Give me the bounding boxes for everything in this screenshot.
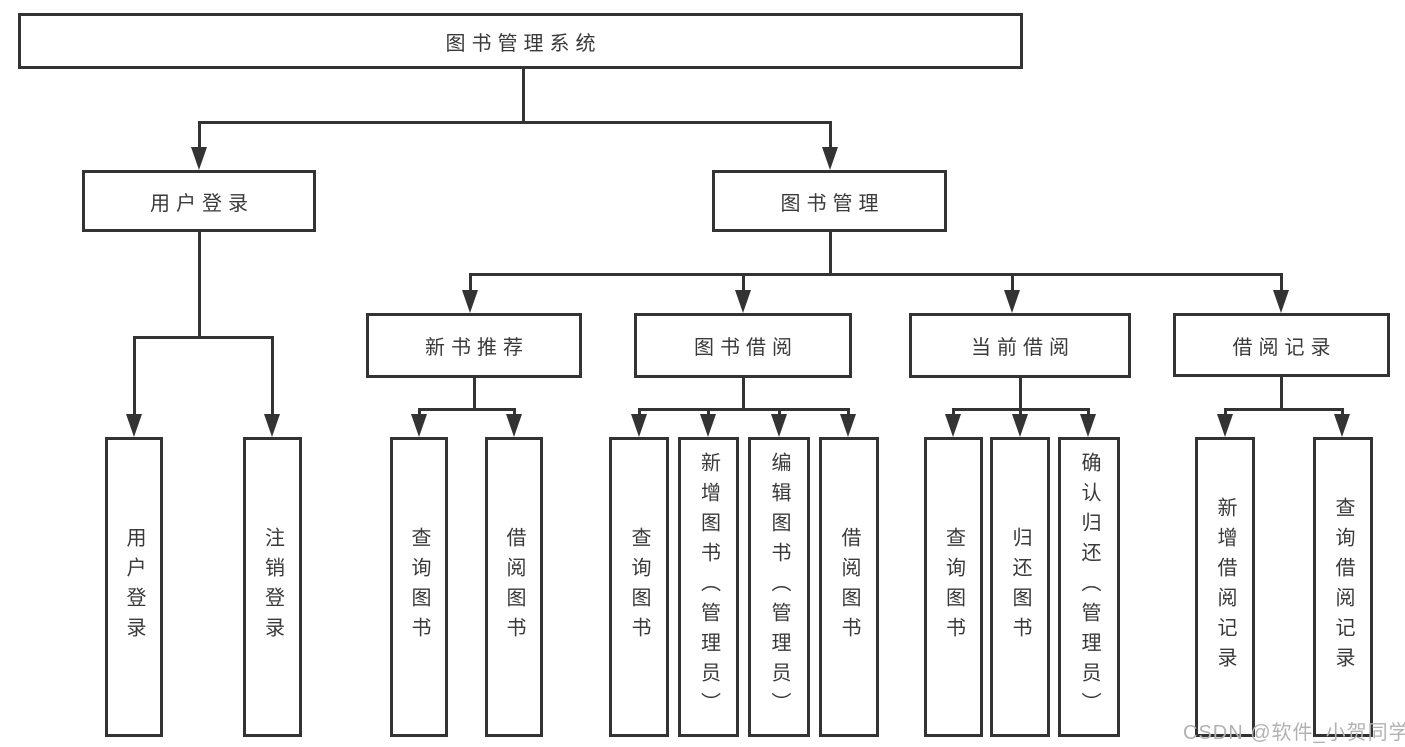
connector-to-leaf-logout <box>271 336 274 417</box>
arrow-down-icon <box>264 414 280 437</box>
arrow-down-icon <box>1273 290 1289 313</box>
leaf-logout: 注销登录 <box>243 437 302 737</box>
node-book-borrowing-label: 图书借阅 <box>694 337 798 359</box>
arrow-down-icon <box>1004 290 1020 313</box>
watermark: CSDN @软件_小贺同学 <box>1183 722 1405 744</box>
connector-book-borrowing-bus <box>638 408 850 411</box>
connector-leaf <box>418 408 421 418</box>
arrow-down-icon <box>126 414 142 437</box>
connector-level3-bus <box>469 273 1283 276</box>
connector-leaf <box>513 408 516 418</box>
connector-leaf <box>778 408 781 418</box>
connector-leaf <box>1019 408 1022 418</box>
leaf-confirm-return-admin: 确认归还（管理员） <box>1058 437 1120 737</box>
connector-leaf <box>638 408 641 418</box>
connector-root-stub <box>522 69 525 123</box>
node-book-borrowing: 图书借阅 <box>634 313 852 378</box>
node-new-book-recommendation-label: 新书推荐 <box>425 337 529 359</box>
connector-leaf <box>952 408 955 418</box>
leaf-user-login: 用户登录 <box>105 437 163 737</box>
connector-book-management-stub <box>829 232 832 276</box>
connector-level2-bus <box>198 121 832 124</box>
node-user-login-label: 用户登录 <box>150 192 254 215</box>
connector-new-book-bus <box>418 408 515 411</box>
arrow-down-icon <box>735 290 751 313</box>
node-new-book-recommendation: 新书推荐 <box>366 313 582 378</box>
arrow-down-icon <box>191 147 207 170</box>
connector-to-leaf-user-login <box>133 336 136 417</box>
arrow-down-icon <box>1012 414 1028 437</box>
leaf-add-borrow-record: 新增借阅记录 <box>1195 437 1255 737</box>
node-book-management: 图书管理 <box>712 170 947 232</box>
leaf-return-books: 归还图书 <box>990 437 1050 737</box>
connector-leaf <box>1087 408 1090 418</box>
arrow-down-icon <box>700 414 716 437</box>
arrow-down-icon <box>506 414 522 437</box>
connector-borrowing-records-stub <box>1280 377 1283 411</box>
connector-to-borrowing-records <box>1280 273 1283 293</box>
leaf-edit-books-admin: 编辑图书（管理员） <box>748 437 810 737</box>
connector-to-current-borrowing <box>1011 273 1014 293</box>
arrow-down-icon <box>631 414 647 437</box>
node-user-login: 用户登录 <box>82 170 316 232</box>
connector-user-login-stub <box>198 232 201 339</box>
arrow-down-icon <box>411 414 427 437</box>
arrow-down-icon <box>771 414 787 437</box>
arrow-down-icon <box>822 147 838 170</box>
arrow-down-icon <box>1080 414 1096 437</box>
node-root-label: 图书管理系统 <box>445 32 602 55</box>
connector-to-user-login <box>198 121 201 149</box>
connector-to-book-borrowing <box>742 273 745 293</box>
node-root: 图书管理系统 <box>18 13 1023 69</box>
leaf-add-books-admin: 新增图书（管理员） <box>678 437 739 737</box>
node-current-borrowing-label: 当前借阅 <box>971 337 1075 359</box>
node-borrowing-records-label: 借阅记录 <box>1232 336 1337 359</box>
connector-leaf <box>1224 408 1227 418</box>
arrow-down-icon <box>462 290 478 313</box>
arrow-down-icon <box>1334 414 1350 437</box>
node-borrowing-records: 借阅记录 <box>1173 313 1390 377</box>
connector-new-book-stub <box>473 378 476 411</box>
connector-to-new-book <box>469 273 472 293</box>
connector-leaf <box>1341 408 1344 418</box>
connector-to-book-management <box>829 121 832 149</box>
arrow-down-icon <box>1217 414 1233 437</box>
connector-leaf <box>847 408 850 418</box>
leaf-search-books-recommend: 查询图书 <box>390 437 448 737</box>
connector-leaf <box>707 408 710 418</box>
connector-borrowing-records-bus <box>1224 408 1344 411</box>
leaf-borrow-books-recommend: 借阅图书 <box>485 437 543 737</box>
connector-book-borrowing-stub <box>742 378 745 411</box>
leaf-search-books-current: 查询图书 <box>924 437 983 737</box>
leaf-search-borrow-record: 查询借阅记录 <box>1313 437 1373 737</box>
arrow-down-icon <box>945 414 961 437</box>
connector-user-login-bus <box>133 336 274 339</box>
leaf-borrow-books: 借阅图书 <box>819 437 879 737</box>
node-current-borrowing: 当前借阅 <box>909 313 1131 378</box>
leaf-search-books-borrowing: 查询图书 <box>609 437 669 737</box>
connector-current-borrowing-stub <box>1019 378 1022 411</box>
arrow-down-icon <box>840 414 856 437</box>
node-book-management-label: 图书管理 <box>780 192 885 215</box>
